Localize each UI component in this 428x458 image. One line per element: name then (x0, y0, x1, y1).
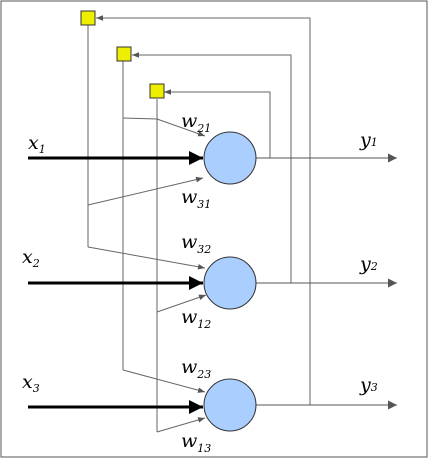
weight-label-w21: w21 (181, 110, 211, 135)
output-lines (256, 153, 397, 410)
delay2-to-n1 (122, 117, 158, 120)
w31-connection (87, 176, 204, 206)
input-label-x1: x1 (28, 132, 46, 156)
weight-label-w23: w23 (181, 356, 211, 381)
output-label-y3: y3 (359, 374, 378, 396)
delay-unit-1 (149, 83, 165, 99)
w13-connection (156, 417, 206, 433)
input-labels: x1 x2 x3 (22, 132, 46, 395)
input-lines (28, 151, 203, 414)
input-label-x2: x2 (22, 246, 40, 270)
feedback-line-3 (96, 15, 311, 406)
w32-connection (87, 246, 206, 270)
neuron-3 (203, 378, 257, 432)
feedback-lines (96, 15, 311, 406)
neuron-1 (203, 131, 257, 185)
output-label-y2: y2 (359, 253, 378, 275)
input-label-x3: x3 (22, 371, 40, 395)
weight-label-w12: w12 (181, 306, 211, 331)
neuron-2 (203, 256, 257, 310)
w12-connection (156, 294, 207, 313)
w23-connection (122, 369, 206, 393)
w21-connection (156, 118, 206, 137)
weight-labels: w21 w31 w32 w12 w23 w13 (181, 110, 211, 455)
weight-label-w31: w31 (181, 186, 211, 211)
weight-label-w13: w13 (181, 430, 211, 455)
neurons (203, 131, 257, 432)
delay-unit-2 (116, 46, 132, 62)
delay-units (80, 10, 165, 99)
output-label-y1: y1 (359, 129, 378, 151)
delay-distribution-lines (87, 25, 207, 433)
output-labels: y1 y2 y3 (359, 129, 378, 396)
delay-unit-3 (80, 10, 96, 26)
weight-label-w32: w32 (181, 231, 211, 256)
